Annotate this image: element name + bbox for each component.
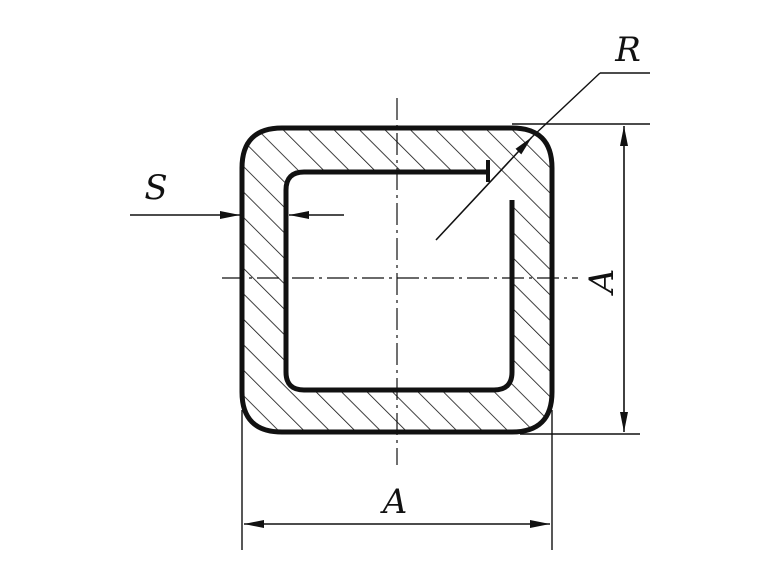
tube-wall-section	[242, 128, 552, 432]
radius-leader-extension	[531, 72, 601, 138]
radius-leader-line	[435, 136, 533, 241]
outer-contour	[239, 125, 555, 435]
radius-label: R	[614, 30, 641, 70]
inner-contour	[283, 169, 515, 393]
height-label: A	[582, 269, 622, 297]
wall-thickness-label: S	[144, 168, 167, 208]
width-label: A	[380, 482, 408, 522]
